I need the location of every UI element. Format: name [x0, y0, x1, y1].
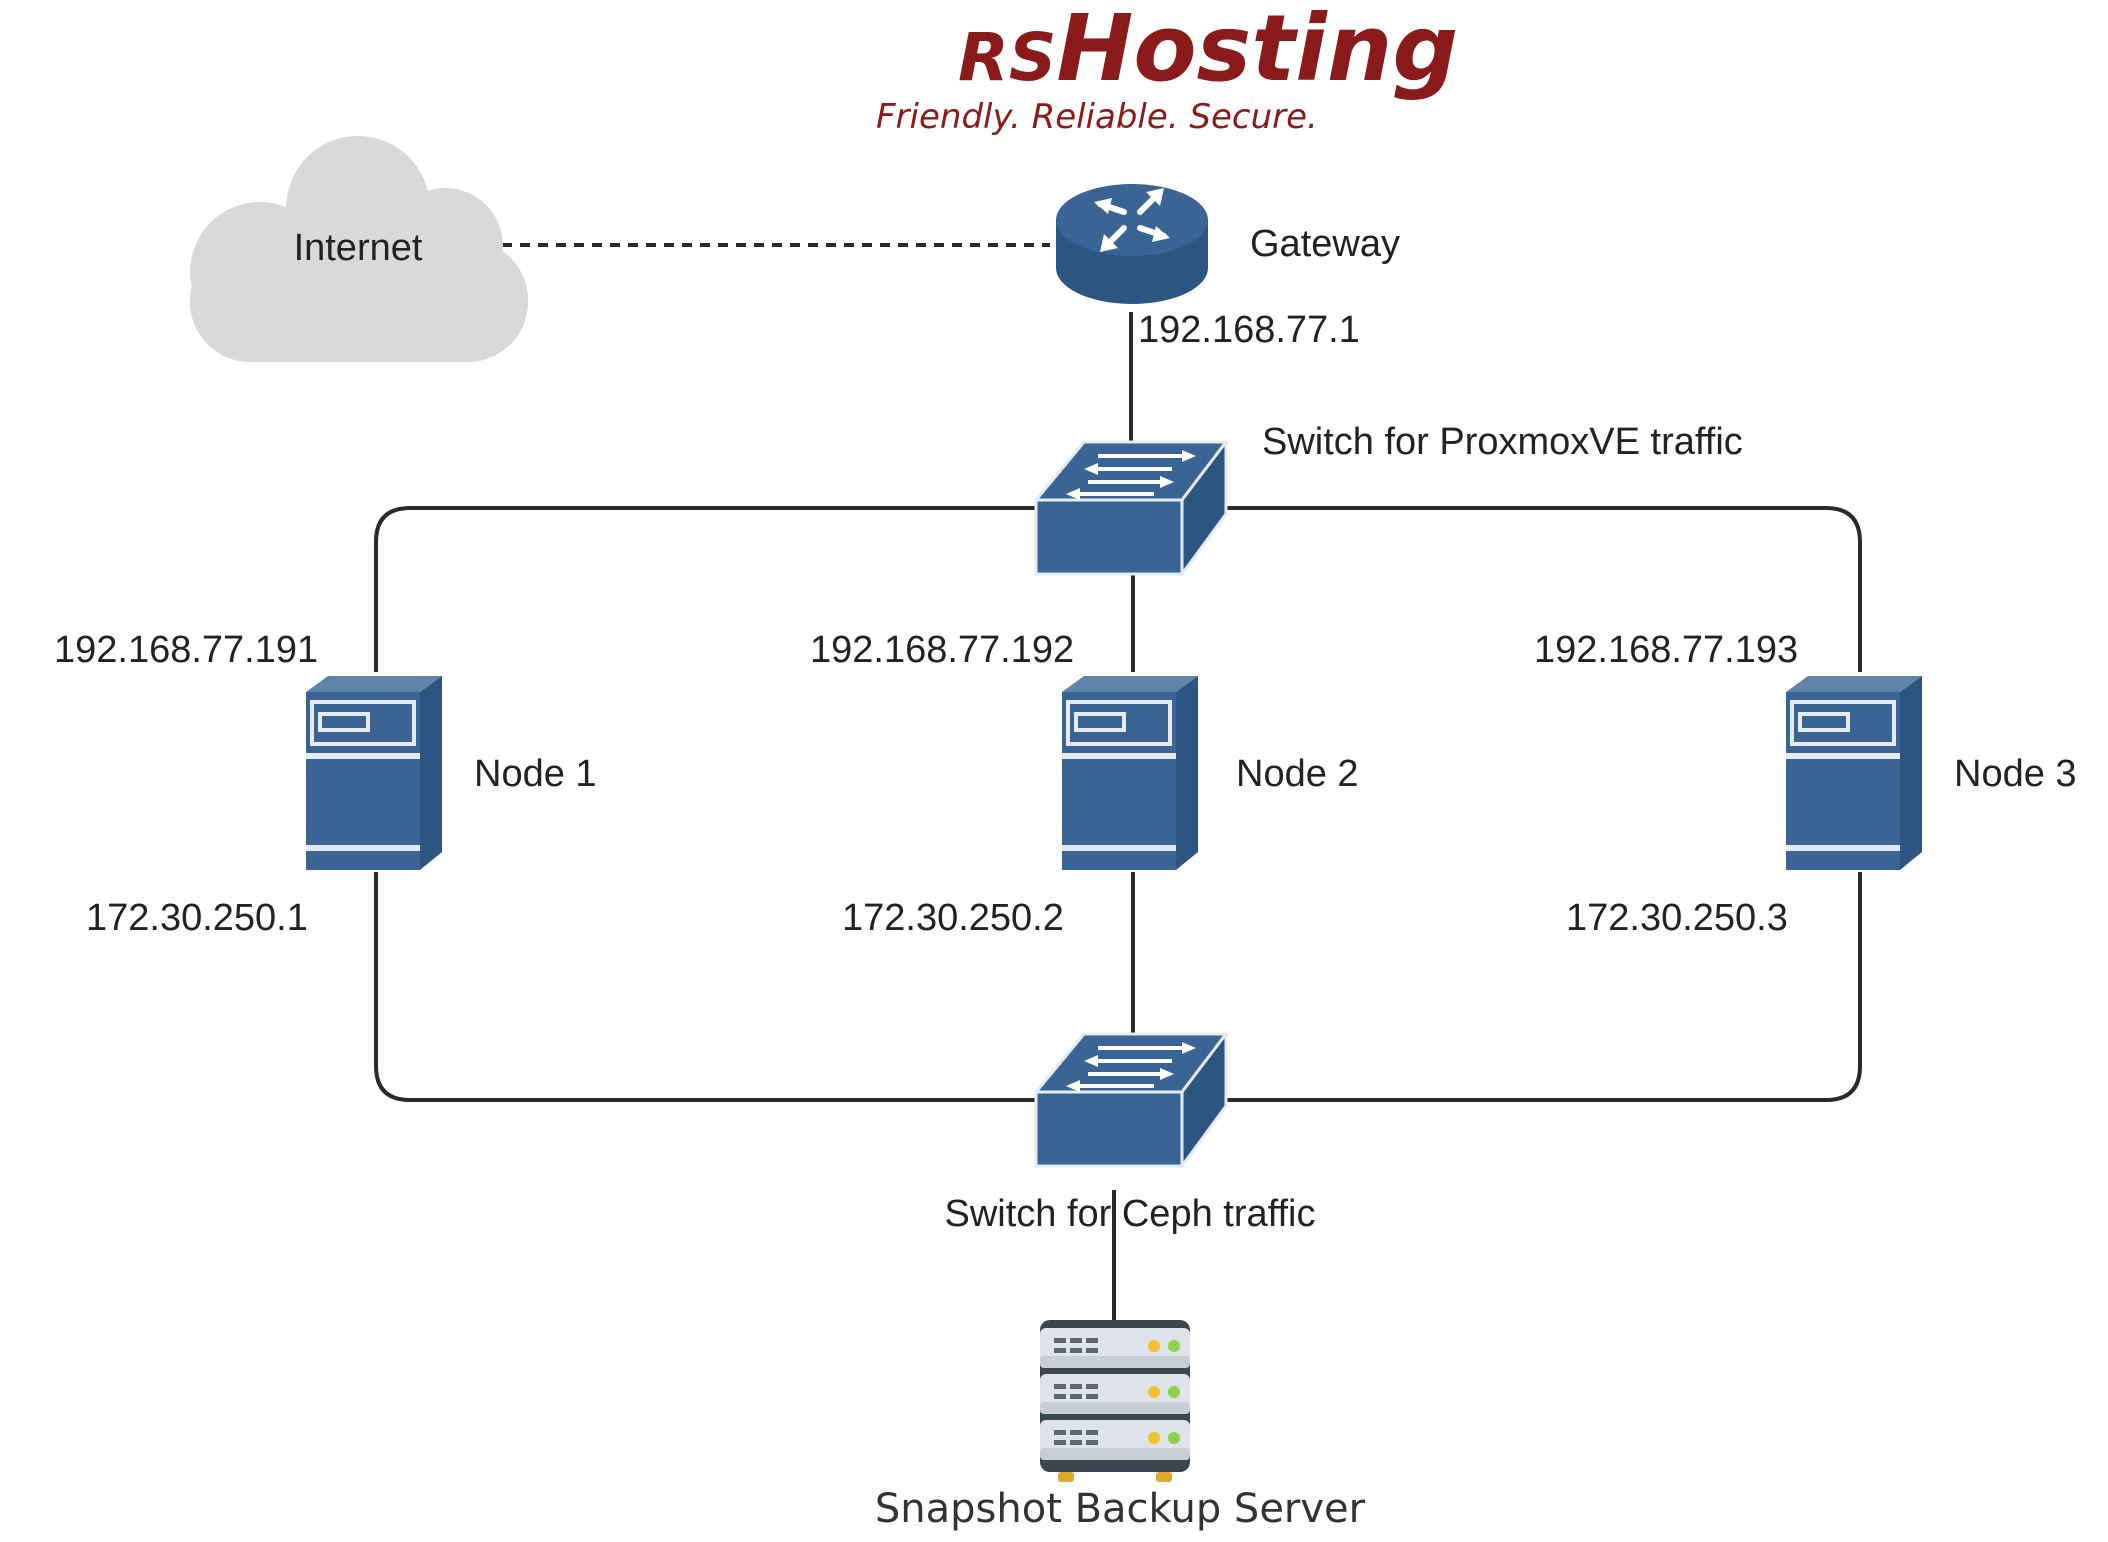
- node3-label: Node 3: [1954, 753, 2077, 795]
- ceph-node3-link: [1222, 872, 1862, 1102]
- internet-cloud: Internet: [190, 136, 528, 362]
- brand-name-prefix: RS: [958, 19, 1056, 96]
- node1-ceph-ip: 172.30.250.1: [86, 897, 308, 939]
- proxmox-switch-label: Switch for ProxmoxVE traffic: [1262, 421, 1743, 463]
- node-1: 192.168.77.191 Node 1 172.30.250.1: [54, 629, 597, 939]
- brand-name-suffix: Hosting: [1056, 0, 1458, 102]
- node2-proxmox-ip: 192.168.77.192: [810, 629, 1074, 671]
- switch-icon: [1034, 1032, 1228, 1168]
- backup-server-label: Snapshot Backup Server: [875, 1486, 1366, 1532]
- svg-text:RSHosting: RSHosting: [958, 0, 1458, 102]
- node3-proxmox-ip: 192.168.77.193: [1534, 629, 1798, 671]
- server-tower-icon: [306, 676, 442, 870]
- node3-ceph-ip: 172.30.250.3: [1566, 897, 1788, 939]
- proxmox-switch: Switch for ProxmoxVE traffic: [1034, 421, 1743, 576]
- proxmox-node1-link: [374, 506, 1040, 672]
- node-2: 192.168.77.192 Node 2 172.30.250.2: [810, 629, 1359, 939]
- router-icon: [1056, 184, 1208, 304]
- brand-tagline: Friendly. Reliable. Secure.: [876, 97, 1318, 137]
- switch-icon: [1034, 440, 1228, 576]
- node1-label: Node 1: [474, 753, 597, 795]
- connections: [374, 243, 1862, 1320]
- gateway-ip: 192.168.77.1: [1138, 309, 1360, 351]
- node2-label: Node 2: [1236, 753, 1359, 795]
- server-rack-icon: [1040, 1320, 1190, 1482]
- node2-ceph-ip: 172.30.250.2: [842, 897, 1064, 939]
- brand-logo: RSHosting Friendly. Reliable. Secure.: [876, 0, 1458, 137]
- proxmox-node3-link: [1222, 506, 1862, 672]
- node-3: 192.168.77.193 Node 3 172.30.250.3: [1534, 629, 2077, 939]
- internet-label: Internet: [294, 227, 423, 269]
- ceph-switch-label: Switch for Ceph traffic: [944, 1193, 1315, 1235]
- backup-server: Snapshot Backup Server: [875, 1320, 1366, 1532]
- node1-proxmox-ip: 192.168.77.191: [54, 629, 318, 671]
- ceph-node1-link: [374, 872, 1040, 1102]
- gateway-label: Gateway: [1250, 223, 1400, 265]
- server-tower-icon: [1786, 676, 1922, 870]
- server-tower-icon: [1062, 676, 1198, 870]
- gateway: Gateway 192.168.77.1: [1056, 184, 1400, 351]
- ceph-switch: Switch for Ceph traffic: [944, 1032, 1316, 1235]
